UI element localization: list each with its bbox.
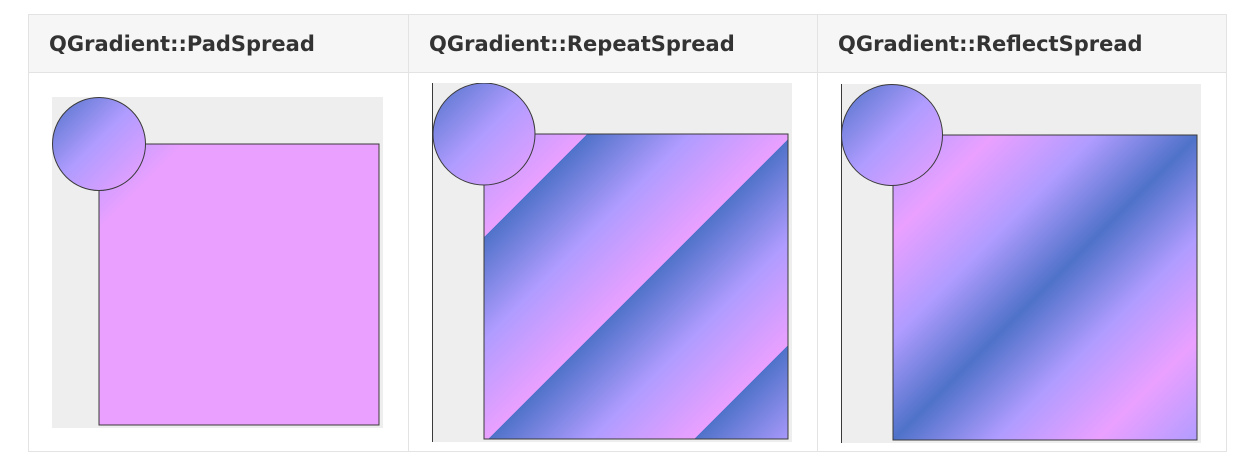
gradient-square <box>98 143 380 426</box>
gradient-circle <box>52 97 146 191</box>
repeat-spread-demo-image <box>432 83 792 442</box>
column-divider <box>817 15 818 451</box>
pad-spread-demo-image <box>52 97 383 428</box>
gradient-square <box>892 134 1198 441</box>
column-header-pad-spread: QGradient::PadSpread <box>49 32 315 56</box>
table-header-row <box>29 15 1226 73</box>
column-divider <box>408 15 409 451</box>
spread-comparison-table: QGradient::PadSpread QGradient::RepeatSp… <box>28 14 1227 452</box>
column-header-repeat-spread: QGradient::RepeatSpread <box>429 32 735 56</box>
reflect-spread-demo-image <box>841 84 1201 443</box>
gradient-circle <box>841 84 943 186</box>
gradient-circle <box>432 83 536 186</box>
column-header-reflect-spread: QGradient::ReflectSpread <box>838 32 1143 56</box>
gradient-square <box>483 133 789 440</box>
